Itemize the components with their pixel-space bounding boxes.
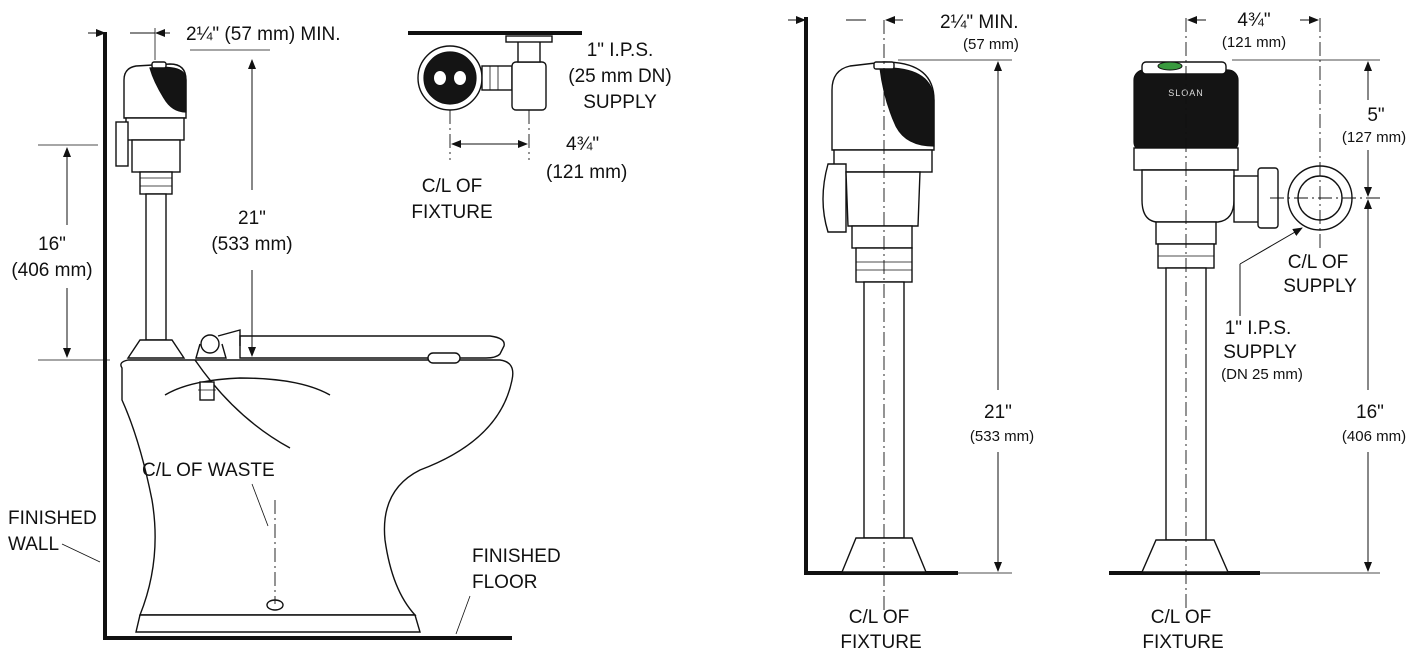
side-height-metric: (533 mm) <box>211 234 292 255</box>
top-cl-fixture-2: FIXTURE <box>411 202 492 223</box>
front-cl-supply-1: C/L OF <box>1288 252 1349 273</box>
front-supply-height-metric: (406 mm) <box>1342 428 1406 445</box>
top-offset-value: 4¾" <box>566 134 599 155</box>
top-supply-label-1: 1" I.P.S. <box>587 40 654 61</box>
valve-side-min-metric: (57 mm) <box>963 36 1019 53</box>
front-supply-top-value: 5" <box>1367 105 1384 126</box>
valve-side-view: 2¼" MIN. (57 mm) 21" (533 mm) C/L OF FIX… <box>788 12 1034 653</box>
side-supply-height-metric: (406 mm) <box>11 260 92 281</box>
front-cl-supply-2: SUPPLY <box>1283 276 1357 297</box>
valve-side-min-value: 2¼" MIN. <box>940 12 1019 33</box>
valve-front-view: SLOAN 4¾" (121 mm) 5" (127 mm) 16" (406 … <box>1109 10 1406 653</box>
front-supply-label-3: (DN 25 mm) <box>1221 366 1303 383</box>
front-supply-label-1: 1" I.P.S. <box>1225 318 1292 339</box>
front-supply-height-value: 16" <box>1356 402 1384 423</box>
valve-side-cl-1: C/L OF <box>849 607 910 628</box>
toilet-bowl <box>120 329 514 633</box>
brand-logo: SLOAN <box>1168 88 1204 98</box>
top-view: 1" I.P.S. (25 mm DN) SUPPLY 4¾" (121 mm)… <box>408 31 672 223</box>
side-min-offset-label: 2¼" (57 mm) MIN. <box>186 24 341 45</box>
front-supply-top-metric: (127 mm) <box>1342 129 1406 146</box>
flush-valve <box>115 61 187 359</box>
valve-side-height-metric: (533 mm) <box>970 428 1034 445</box>
top-cl-fixture-1: C/L OF <box>422 176 483 197</box>
top-offset-metric: (121 mm) <box>546 162 627 183</box>
valve-side-cl-2: FIXTURE <box>840 632 921 653</box>
finished-wall-label-1: FINISHED <box>8 508 97 529</box>
finished-floor-label-2: FLOOR <box>472 572 537 593</box>
front-cl-fixture-2: FIXTURE <box>1142 632 1223 653</box>
valve-side-height-value: 21" <box>984 402 1012 423</box>
finished-floor-label-1: FINISHED <box>472 546 561 567</box>
front-offset-metric: (121 mm) <box>1222 34 1286 51</box>
front-supply-label-2: SUPPLY <box>1223 342 1297 363</box>
side-view: 2¼" (57 mm) MIN. 21" (533 mm) 16" (406 m… <box>8 24 561 640</box>
side-supply-height-value: 16" <box>38 234 66 255</box>
top-supply-label-2: (25 mm DN) <box>568 66 671 87</box>
front-offset-value: 4¾" <box>1237 10 1270 31</box>
cl-waste-label: C/L OF WASTE <box>142 460 275 481</box>
sensor-override-button <box>1157 61 1183 71</box>
top-supply-label-3: SUPPLY <box>583 92 657 113</box>
front-cl-fixture-1: C/L OF <box>1151 607 1212 628</box>
finished-wall-label-2: WALL <box>8 534 59 555</box>
side-height-value: 21" <box>238 208 266 229</box>
